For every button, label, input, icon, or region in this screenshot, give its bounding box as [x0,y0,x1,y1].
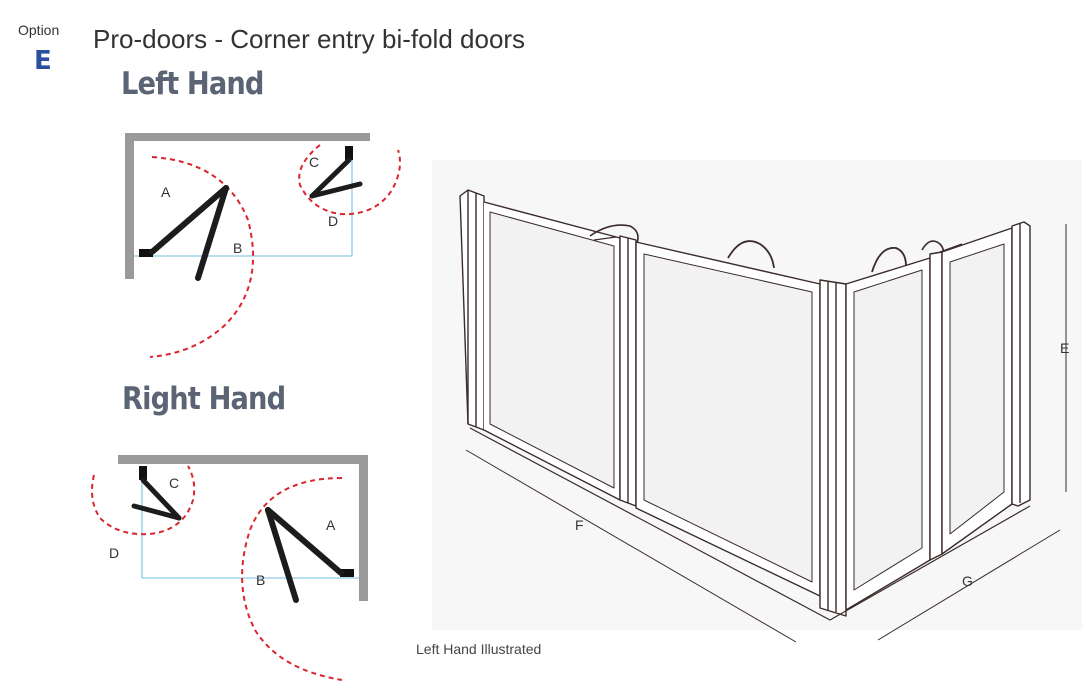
right-plan-wall-right [359,455,368,601]
left-plan-panel-c2 [309,181,363,199]
right-plan-panel-a1 [265,507,344,576]
right-plan-label-a: A [326,517,336,533]
dim-line-f [465,449,797,643]
option-label: Option [18,22,60,38]
left-hand-plan: A B C D [125,133,401,358]
corner-door-illustration [432,160,1082,643]
right-plan-panel-c1 [140,477,182,521]
right-plan-wall-top [118,455,368,464]
left-plan-swing-arc-large [149,156,255,358]
right-hand-plan: A B C D [91,455,368,681]
right-hand-heading: Right Hand [122,381,286,417]
dim-label-e: E [1060,340,1069,356]
left-plan-label-c: C [309,154,319,170]
right-plan-swing-arc-large [241,477,343,681]
right-plan-label-d: D [109,545,119,561]
option-letter: E [34,46,52,76]
left-plan-hinge-a [139,249,153,257]
right-plan-label-c: C [169,475,179,491]
dim-label-f: F [575,517,584,533]
left-plan-label-b: B [233,240,242,256]
screen-base-outline [469,427,1031,621]
left-plan-wall-top [125,133,370,141]
page-title: Pro-doors - Corner entry bi-fold doors [93,24,526,54]
illustration-caption: Left Hand Illustrated [416,641,542,657]
left-hand-heading: Left Hand [121,66,264,102]
screen-side-short [845,221,1031,611]
dim-label-g: G [962,573,973,589]
dim-line-g [877,529,1061,641]
left-plan-wall-left [125,133,134,279]
left-plan-panel-a1 [149,185,229,255]
right-plan-hinge-a [340,569,354,577]
left-plan-panel-c1 [309,157,352,199]
left-plan-label-d: D [328,213,338,229]
right-plan-label-b: B [256,572,265,588]
right-plan-panel-c2 [131,503,182,521]
screen-front-long [459,189,847,617]
left-plan-swing-arc-small [298,144,401,216]
right-plan-panel-a2 [265,507,299,603]
left-plan-panel-a2 [195,185,229,281]
left-plan-label-a: A [161,184,171,200]
right-plan-hinge-c [139,466,147,480]
left-plan-hinge-c [345,146,353,160]
